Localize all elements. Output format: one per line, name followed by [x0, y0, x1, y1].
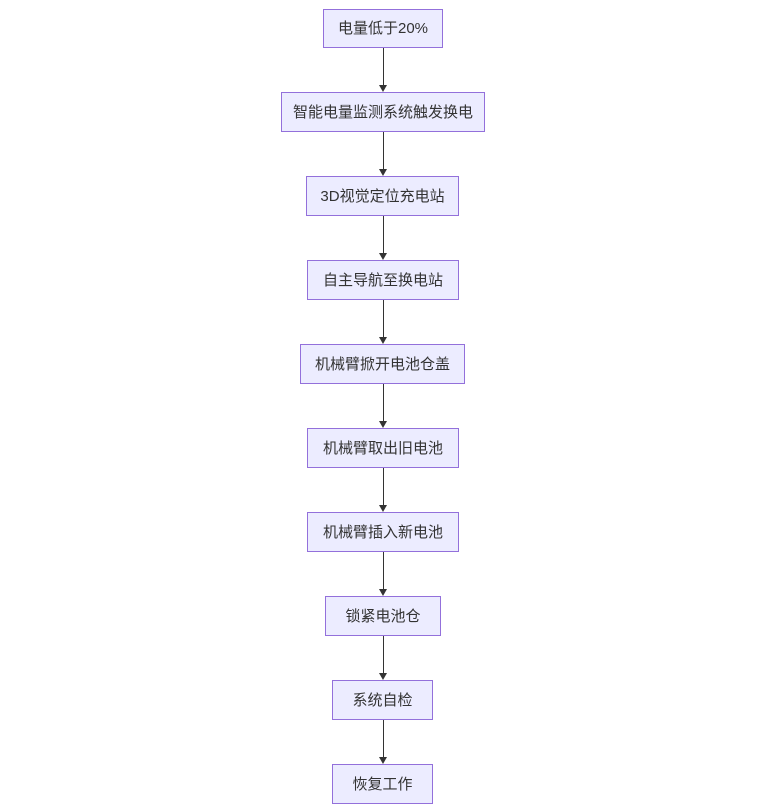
flow-node-battery-low-20: 电量低于20% [323, 9, 443, 48]
flow-node-label: 机械臂取出旧电池 [322, 439, 443, 457]
flow-node-resume-work: 恢复工作 [332, 764, 433, 804]
flow-arrow-1 [378, 48, 388, 92]
arrow-down-icon [379, 85, 387, 92]
flow-arrow-3 [378, 216, 388, 260]
flow-node-insert-new-battery: 机械臂插入新电池 [307, 512, 459, 552]
flow-arrow-8 [378, 636, 388, 680]
flow-node-label: 电量低于20% [337, 20, 429, 37]
flow-arrow-9 [378, 720, 388, 764]
flow-arrow-4 [378, 300, 388, 344]
flow-node-label: 智能电量监测系统触发换电 [292, 103, 473, 121]
arrow-down-icon [379, 253, 387, 260]
flow-node-label: 自主导航至换电站 [322, 271, 443, 289]
arrow-down-icon [379, 589, 387, 596]
arrow-line [382, 300, 384, 337]
arrow-line [382, 720, 384, 757]
arrow-down-icon [379, 757, 387, 764]
arrow-line [382, 48, 384, 85]
arrow-line [382, 384, 384, 421]
flow-node-label: 机械臂掀开电池仓盖 [314, 355, 450, 373]
flow-node-label: 系统自检 [352, 691, 413, 709]
flow-node-label: 机械臂插入新电池 [322, 523, 443, 541]
flow-node-3d-vision-locate-station: 3D视觉定位充电站 [306, 176, 459, 216]
arrow-down-icon [379, 673, 387, 680]
flow-node-autonomous-navigation: 自主导航至换电站 [307, 260, 459, 300]
arrow-down-icon [379, 421, 387, 428]
flow-node-monitor-trigger-swap: 智能电量监测系统触发换电 [281, 92, 485, 132]
arrow-line [382, 636, 384, 673]
arrow-line [382, 132, 384, 169]
flow-node-label: 恢复工作 [352, 775, 413, 793]
flow-node-label: 锁紧电池仓 [345, 607, 421, 625]
arrow-line [382, 216, 384, 253]
flow-node-open-battery-cover: 机械臂掀开电池仓盖 [300, 344, 465, 384]
flow-arrow-2 [378, 132, 388, 176]
flow-node-label: 3D视觉定位充电站 [320, 187, 445, 205]
flow-arrow-6 [378, 468, 388, 512]
flow-node-remove-old-battery: 机械臂取出旧电池 [307, 428, 459, 468]
arrow-down-icon [379, 169, 387, 176]
flow-node-lock-battery-bay: 锁紧电池仓 [325, 596, 441, 636]
arrow-down-icon [379, 505, 387, 512]
arrow-down-icon [379, 337, 387, 344]
arrow-line [382, 468, 384, 505]
arrow-line [382, 552, 384, 589]
flow-arrow-5 [378, 384, 388, 428]
flow-arrow-7 [378, 552, 388, 596]
flow-node-system-self-check: 系统自检 [332, 680, 433, 720]
